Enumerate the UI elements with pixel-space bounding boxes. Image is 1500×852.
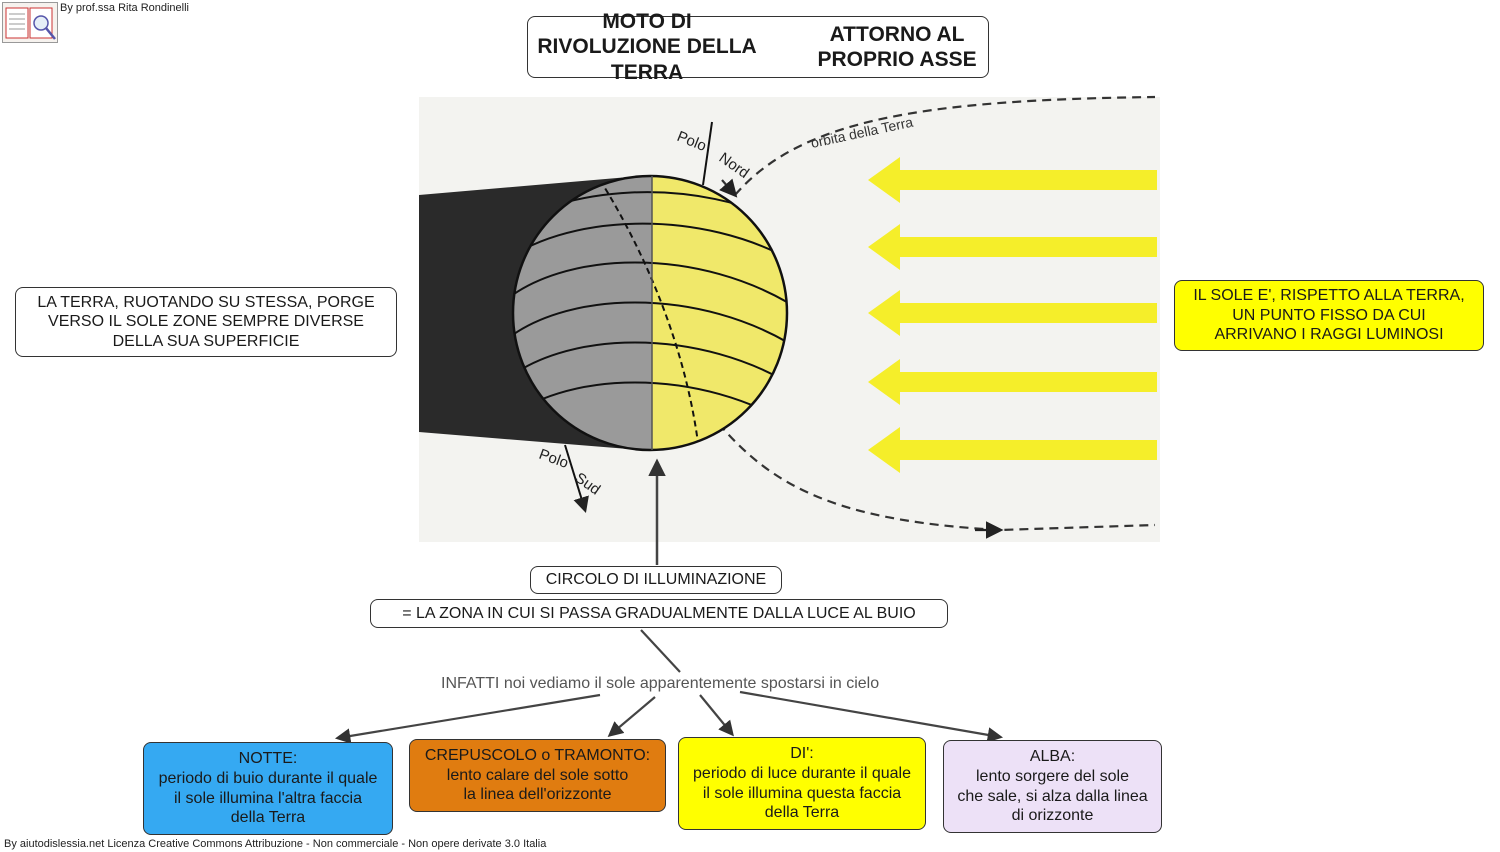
- notte-line-2: periodo di buio durante il quale: [158, 769, 378, 787]
- notte-line-1: NOTTE:: [238, 750, 298, 768]
- sun-rays: [868, 157, 1157, 473]
- crepuscolo-line-3: la linea dell'orizzonte: [463, 786, 612, 804]
- sun-ray-1: [868, 157, 1157, 203]
- orbit-path-top: [734, 95, 1156, 196]
- di-box: DI': periodo di luce durante il quale il…: [678, 737, 926, 830]
- notte-line-3: il sole illumina l'altra faccia: [173, 789, 362, 807]
- earth-outline: [511, 174, 789, 452]
- notte-box: NOTTE: periodo di buio durante il quale …: [143, 742, 393, 835]
- page-title: MOTO DI RIVOLUZIONE DELLA TERRA ATTORNO …: [527, 10, 989, 84]
- notte-line-4: della Terra: [230, 809, 306, 827]
- license-credit: By aiutodislessia.net Licenza Creative C…: [4, 838, 547, 850]
- zona-definition-box: = LA ZONA IN CUI SI PASSA GRADUALMENTE D…: [370, 599, 948, 628]
- crepuscolo-box: CREPUSCOLO o TRAMONTO: lento calare del …: [409, 739, 666, 812]
- di-line-1: DI':: [790, 745, 814, 763]
- crepuscolo-line-2: lento calare del sole sotto: [446, 766, 629, 784]
- di-line-3: il sole illumina questa faccia: [702, 784, 902, 802]
- arrow-to-di: [699, 694, 734, 737]
- sun-note: IL SOLE E', RISPETTO ALLA TERRA, UN PUNT…: [1174, 280, 1484, 351]
- sun-note-line-3: ARRIVANO I RAGGI LUMINOSI: [1214, 326, 1444, 344]
- arrow-to-crepuscolo: [607, 696, 656, 737]
- left-note-line-2: VERSO IL SOLE ZONE SEMPRE DIVERSE: [48, 313, 364, 331]
- south-axis: [564, 444, 589, 514]
- title-line-2: ATTORNO AL PROPRIO ASSE: [817, 22, 977, 71]
- north-axis: [702, 121, 713, 186]
- arrow-to-notte: [334, 693, 601, 744]
- sun-ray-2: [868, 224, 1157, 270]
- title-line-1: MOTO DI RIVOLUZIONE DELLA TERRA: [537, 10, 757, 84]
- left-note-line-1: LA TERRA, RUOTANDO SU STESSA, PORGE: [37, 293, 375, 311]
- alba-line-2: lento sorgere del sole: [976, 767, 1129, 785]
- crepuscolo-line-1: CREPUSCOLO o TRAMONTO:: [424, 747, 651, 765]
- sun-note-line-2: UN PUNTO FISSO DA CUI: [1232, 306, 1426, 324]
- infatti-text: INFATTI noi vediamo il sole apparentemen…: [441, 675, 880, 692]
- author-credit: By prof.ssa Rita Rondinelli: [60, 2, 190, 14]
- book-logo-icon: [2, 2, 58, 43]
- alba-line-4: di orizzonte: [1011, 807, 1094, 825]
- sun-ray-4: [868, 359, 1157, 405]
- alba-line-3: che sale, si alza dalla linea: [957, 787, 1148, 805]
- sun-note-line-1: IL SOLE E', RISPETTO ALLA TERRA,: [1193, 287, 1465, 305]
- left-note-line-3: DELLA SUA SUPERFICIE: [112, 332, 300, 350]
- alba-line-1: ALBA:: [1029, 748, 1076, 766]
- sun-ray-5: [868, 427, 1157, 473]
- left-note-rotation: LA TERRA, RUOTANDO SU STESSA, PORGE VERS…: [15, 287, 397, 357]
- arrow-to-alba: [739, 690, 1004, 743]
- sun-ray-3: [868, 290, 1157, 336]
- di-line-4: della Terra: [764, 804, 840, 822]
- circolo-illuminazione-box: CIRCOLO DI ILLUMINAZIONE: [530, 566, 782, 594]
- connector-zona-infatti: [640, 629, 681, 673]
- di-line-2: periodo di luce durante il quale: [693, 764, 911, 782]
- alba-box: ALBA: lento sorgere del sole che sale, s…: [943, 740, 1162, 833]
